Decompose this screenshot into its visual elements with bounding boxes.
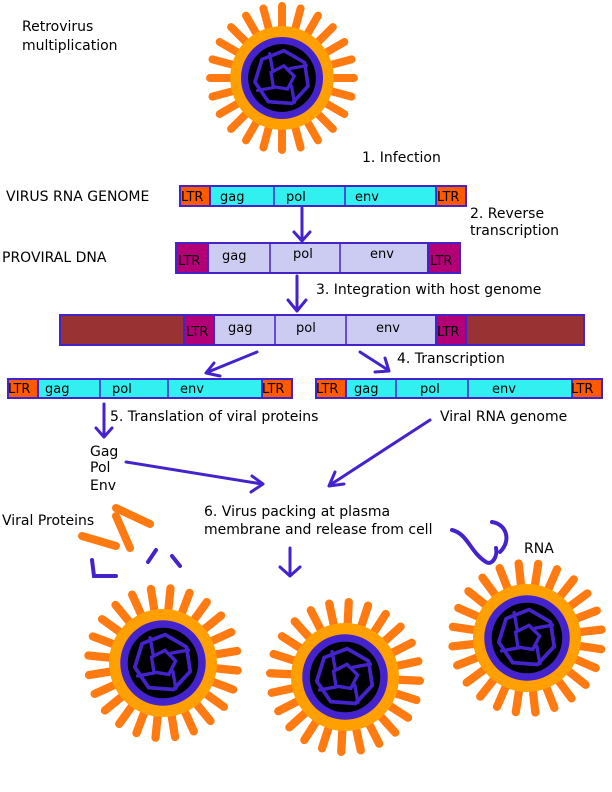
ltr-label: LTR (8, 382, 30, 397)
mrna-transcript-right: LTR gag pol env LTR (315, 378, 603, 399)
genome-ribbon (331, 662, 360, 691)
env-label: env (492, 382, 516, 397)
protein-pol: Pol (90, 460, 110, 476)
env-label: env (180, 382, 204, 397)
pol-label: pol (293, 247, 313, 262)
virus-rna-genome-label: VIRUS RNA GENOME (6, 189, 149, 205)
ltr-segment-left (179, 185, 211, 207)
step-infection-label: 1. Infection (362, 150, 441, 166)
viral-rna-genome-label: Viral RNA genome (440, 409, 567, 425)
genome-ribbon (535, 644, 542, 666)
provirus-backbone (183, 314, 467, 346)
protein-env: Env (90, 478, 116, 494)
genome-ribbon (255, 85, 276, 93)
genome-ribbon (267, 51, 275, 72)
genome-ribbon (253, 48, 310, 106)
process-arrows (94, 206, 432, 578)
virion-released-1 (84, 584, 242, 742)
proviral-dna-bar: LTR gag pol env LTR (175, 242, 461, 274)
genome-ribbon (149, 648, 178, 677)
genome-ribbon (353, 683, 360, 705)
step-reverse-transcription-line-2: transcription (470, 223, 559, 239)
ltr-label: LTR (430, 254, 452, 269)
genome-ribbon (269, 63, 297, 91)
virion-infecting (206, 2, 358, 154)
ltr-label: LTR (181, 190, 203, 205)
genome-ribbon (148, 635, 155, 657)
env-label: env (370, 247, 394, 262)
title-line-2: multiplication (22, 38, 118, 54)
ltr-label: LTR (262, 382, 284, 397)
pol-label: pol (112, 382, 132, 397)
ltr-label: LTR (178, 254, 200, 269)
genome-ribbon (135, 671, 157, 678)
gag-label: gag (228, 321, 252, 336)
step-reverse-transcription-line-1: 2. Reverse (470, 206, 544, 222)
genome-ribbon (171, 669, 178, 691)
genome-ribbon (314, 646, 375, 706)
viral-proteins-label: Viral Proteins (2, 513, 94, 529)
genome-ribbon (289, 84, 297, 105)
viral-protein-fragments (78, 504, 182, 578)
env-label: env (355, 190, 379, 205)
genome-ribbon (351, 662, 373, 669)
step-translation-label: 5. Translation of viral proteins (110, 409, 318, 425)
pol-label: pol (296, 321, 316, 336)
genome-ribbon (513, 623, 542, 652)
ltr-segment-right (435, 314, 467, 346)
proviral-dna-label: PROVIRAL DNA (2, 250, 107, 266)
virus-rna-genome-bar: LTR gag pol env LTR (179, 185, 467, 207)
host-dna-left (59, 314, 185, 346)
title-line-1: Retrovirus (22, 19, 93, 35)
ltr-label: LTR (571, 382, 593, 397)
arrow-transcription-right (358, 350, 390, 372)
genome-ribbon (512, 610, 519, 632)
pol-label: pol (286, 190, 306, 205)
arrow-proteins-to-packing (124, 460, 264, 486)
arrow-transcription-left (206, 350, 259, 374)
gag-label: gag (45, 382, 69, 397)
genome-ribbon (132, 632, 193, 692)
rna-strands (450, 520, 509, 565)
genome-ribbon (499, 646, 521, 653)
step-integration-label: 3. Integration with host genome (316, 282, 541, 298)
genome-ribbon (317, 685, 339, 692)
ltr-segment-right (427, 242, 461, 274)
step-packing-line-1: 6. Virus packing at plasma (204, 504, 390, 520)
gag-label: gag (354, 382, 378, 397)
ltr-segment-left (183, 314, 215, 346)
pol-label: pol (420, 382, 440, 397)
step-packing-line-2: membrane and release from cell (204, 522, 432, 538)
genome-ribbon (288, 63, 309, 71)
protein-gag: Gag (90, 444, 118, 460)
ltr-segment-left (175, 242, 209, 274)
virion-released-3 (448, 559, 606, 717)
arrow-rna-to-packing (328, 418, 432, 487)
ltr-label: LTR (437, 325, 459, 340)
genome-ribbon (330, 649, 337, 671)
ltr-segment-right (435, 185, 467, 207)
gag-label: gag (220, 190, 244, 205)
genome-ribbon (496, 607, 557, 667)
ltr-label: LTR (186, 325, 208, 340)
virion-released-2 (265, 597, 425, 757)
mrna-transcript-left: LTR gag pol env LTR (7, 378, 293, 399)
step-transcription-label: 4. Transcription (397, 351, 505, 367)
ltr-label: LTR (437, 190, 459, 205)
genome-ribbon (169, 648, 191, 655)
genome-ribbon (533, 623, 555, 630)
integrated-dna-bar: LTR gag pol env LTR (59, 314, 585, 346)
dna-backbone (175, 242, 461, 274)
ltr-label: LTR (316, 382, 338, 397)
rna-label: RNA (524, 541, 554, 557)
host-dna-right (465, 314, 585, 346)
gag-label: gag (222, 249, 246, 264)
env-label: env (376, 321, 400, 336)
